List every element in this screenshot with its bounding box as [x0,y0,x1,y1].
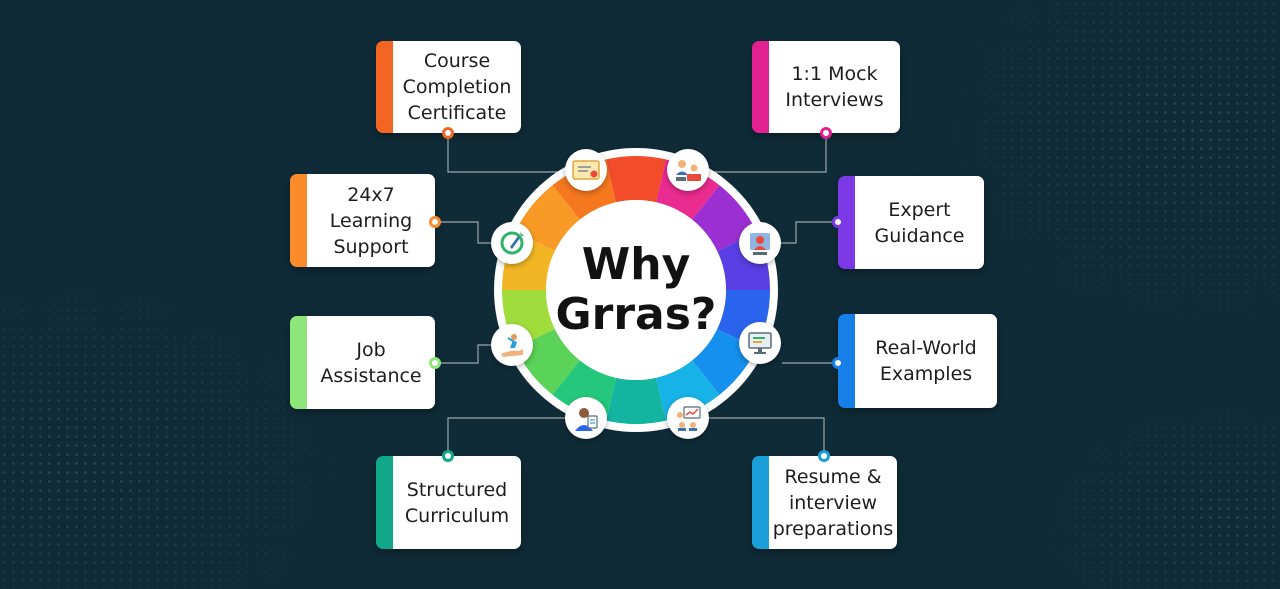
card-resume-interview-preparations: Resume & interview preparations [752,456,897,549]
card-label: Real-World Examples [875,337,977,385]
wheel-segment [606,155,666,203]
wheel-segment [606,377,666,425]
real-world-examples-icon [739,322,781,364]
card-real-world-examples: Real-World Examples [838,314,997,408]
connector-certificate [447,133,590,173]
card-label: 24x7 Learning Support [329,183,413,258]
resume-interview-icon [667,397,709,439]
connector-dot [818,450,830,462]
card-label: Expert Guidance [874,198,965,247]
certificate-icon [565,149,607,191]
learning-support-icon [491,222,533,264]
title-line-1: Why [581,239,691,290]
card-structured-curriculum: Structured Curriculum [376,456,521,549]
card-job-assistance: Job Assistance [290,316,435,409]
title-line-2: Grras? [555,289,717,340]
connector-mock-interviews [690,133,827,173]
connector-dot [832,216,844,228]
connector-structured-curriculum [447,417,585,456]
card-label: 1:1 Mock Interviews [785,63,884,111]
job-assistance-icon [491,324,533,366]
connector-dot [832,357,844,369]
expert-guidance-icon [739,222,781,264]
card-learning-support: 24x7 Learning Support [290,174,435,267]
card-mock-interviews: 1:1 Mock Interviews [752,41,900,133]
card-label: Job Assistance [320,338,422,387]
card-expert-guidance: Expert Guidance [838,176,984,269]
connector-resume [688,417,825,456]
mock-interview-icon [667,149,709,191]
connector-dot [429,216,441,228]
connector-dot [442,450,454,462]
card-label: Course Completion Certificate [402,50,512,124]
wheel-center [546,200,726,380]
card-label: Structured Curriculum [404,478,510,527]
connector-dot [820,127,832,139]
connector-dot [429,357,441,369]
card-label: Resume & interview preparations [772,465,894,540]
card-course-completion-certificate: Course Completion Certificate [376,41,521,133]
center-title: Why Grras? [546,240,726,340]
structured-curriculum-icon [565,397,607,439]
connector-dot [442,127,454,139]
